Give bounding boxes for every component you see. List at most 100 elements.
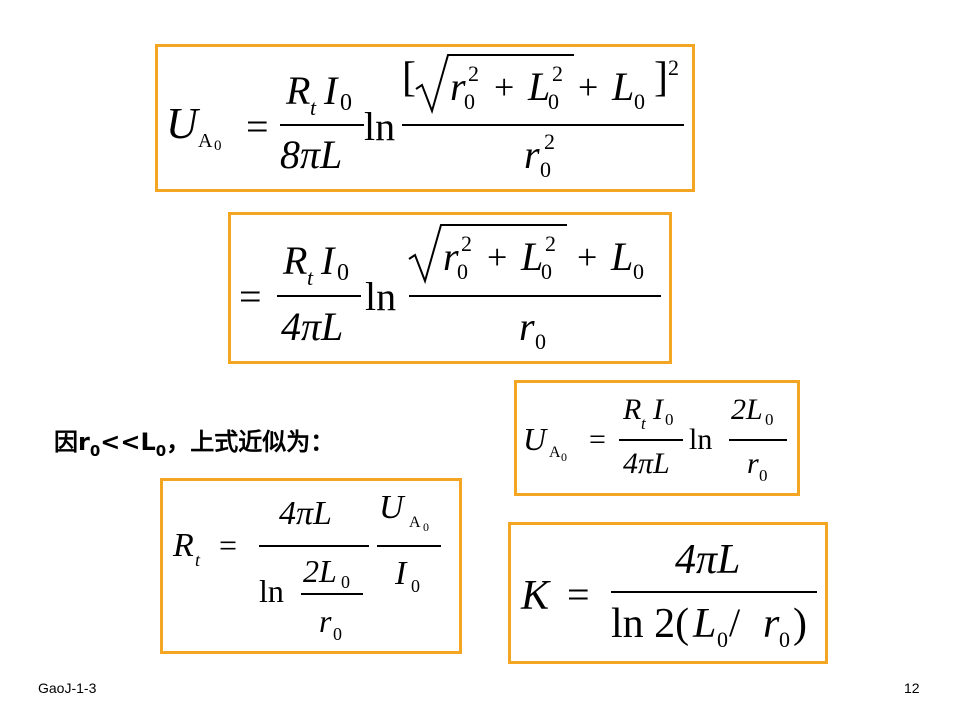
r0: r (450, 64, 466, 109)
r0-sub: 0 (457, 259, 468, 284)
den-r: r (763, 601, 780, 647)
ln-operator: ln (259, 573, 284, 609)
lhs-K: K (521, 573, 550, 619)
lhs-R-sub: t (195, 550, 201, 570)
lhs-sub-A: A (198, 130, 213, 152)
coef-fraction-bar (619, 439, 683, 441)
main-fraction-bar (259, 545, 369, 547)
lhs-sub-0: 0 (561, 450, 567, 464)
lhs-R: R (173, 527, 194, 564)
coef-R: R (283, 238, 308, 283)
lhs-U: U (166, 99, 198, 148)
r0-sub: 0 (464, 89, 475, 114)
formula-box-4: R t = 4πL ln 2L 0 r 0 U A 0 I 0 (160, 478, 462, 654)
coef-I-sub: 0 (340, 90, 352, 116)
L0-sq: 2 (545, 231, 556, 256)
plus-1: + (494, 67, 515, 107)
r0-sq: 2 (468, 61, 479, 86)
coef-fraction-bar (280, 124, 364, 126)
i-symbol: I (395, 555, 407, 592)
equals-sign: = (219, 527, 238, 563)
u-symbol: U (379, 489, 404, 526)
equals-sign: = (567, 572, 590, 617)
radical-sign (415, 54, 574, 115)
lhs-sub-0: 0 (214, 138, 222, 154)
coef-R-sub: t (307, 265, 314, 290)
den-slash: / (729, 600, 741, 645)
den-r: r (747, 447, 759, 480)
den-r: r (524, 132, 540, 177)
L0-sub: 0 (541, 259, 552, 284)
plus-1: + (487, 237, 508, 277)
inner-num-2L: 2L (303, 553, 337, 589)
close-bracket: ] (654, 55, 668, 101)
den-r-sub: 0 (540, 157, 551, 182)
coef-denominator: 4πL (281, 304, 344, 349)
ln-operator: ln (364, 104, 396, 149)
den-r-sub: 0 (779, 627, 790, 652)
plus-2: + (577, 237, 598, 277)
coef-I: I (321, 238, 335, 283)
den-r: r (519, 304, 535, 349)
inner-fraction-bar (301, 593, 363, 595)
coef-R-sub: t (641, 414, 646, 433)
coef-denominator: 8πL (280, 132, 343, 177)
L0b: L (612, 64, 635, 109)
equals-sign: = (246, 104, 269, 149)
den-close: ) (793, 601, 807, 647)
num-2L-sub: 0 (765, 410, 774, 429)
equals-sign: = (589, 423, 606, 456)
lhs-U: U (523, 421, 547, 457)
footer-label: GaoJ-1-3 (38, 680, 97, 696)
open-bracket: [ (402, 55, 416, 101)
plus-2: + (578, 67, 599, 107)
coef-fraction-bar (277, 295, 361, 297)
inner-den-r: r (319, 603, 332, 639)
coef-I: I (324, 68, 338, 113)
coef-denominator: 4πL (623, 447, 670, 480)
r0-sq: 2 (461, 231, 472, 256)
formula-box-3: U A 0 = R t I 0 4πL ln 2L 0 r 0 (514, 380, 800, 496)
lhs-sub-A: A (549, 444, 561, 461)
inner-num-2L-sub: 0 (341, 572, 350, 592)
coef-I: I (653, 393, 663, 426)
formula-box-2: = R t I 0 4πL ln r 0 2 + L 0 2 + L 0 r 0 (228, 212, 672, 364)
approximation-statement: 因r0<<L0，上式近似为： (54, 428, 335, 460)
L0: L (528, 64, 551, 109)
L0: L (521, 234, 544, 279)
numerator-4piL: 4πL (675, 537, 741, 583)
equals-sign: = (239, 274, 262, 319)
coef-R: R (623, 393, 642, 426)
ln-operator: ln (365, 274, 397, 319)
coef-I-sub: 0 (665, 410, 674, 429)
formula-box-5: K = 4πL ln 2( L 0 / r 0 ) (508, 522, 828, 664)
bracket-power: 2 (668, 55, 679, 80)
u-sub-0: 0 (423, 520, 429, 534)
L0b-sub: 0 (634, 89, 645, 114)
coef-R: R (286, 68, 311, 113)
num-2L: 2L (731, 393, 763, 426)
L0b: L (611, 234, 634, 279)
den-r-sub: 0 (535, 329, 546, 354)
den-r-sub: 0 (759, 466, 768, 485)
ln-operator: ln (689, 423, 713, 456)
u-fraction-bar (377, 545, 441, 547)
coef-I-sub: 0 (337, 260, 349, 286)
L0b-sub: 0 (633, 259, 644, 284)
r0: r (443, 234, 459, 279)
L0-sq: 2 (552, 61, 563, 86)
den-r-pow: 2 (544, 129, 555, 154)
den-L: L (693, 601, 717, 647)
radical-sign (408, 224, 567, 285)
main-fraction-bar (611, 591, 817, 593)
L0-sub: 0 (548, 89, 559, 114)
u-sub-A: A (409, 514, 421, 531)
main-fraction-bar (409, 295, 661, 297)
inner-den-r-sub: 0 (333, 624, 342, 644)
i-sub: 0 (411, 576, 420, 596)
main-fraction-bar (402, 124, 684, 126)
formula-box-1: U A 0 = R t I 0 8πL ln [ r 0 2 + L 0 2 +… (155, 44, 695, 192)
main-fraction-bar (729, 439, 787, 441)
page-number: 12 (904, 680, 920, 696)
den-ln2: ln 2( (611, 601, 690, 647)
